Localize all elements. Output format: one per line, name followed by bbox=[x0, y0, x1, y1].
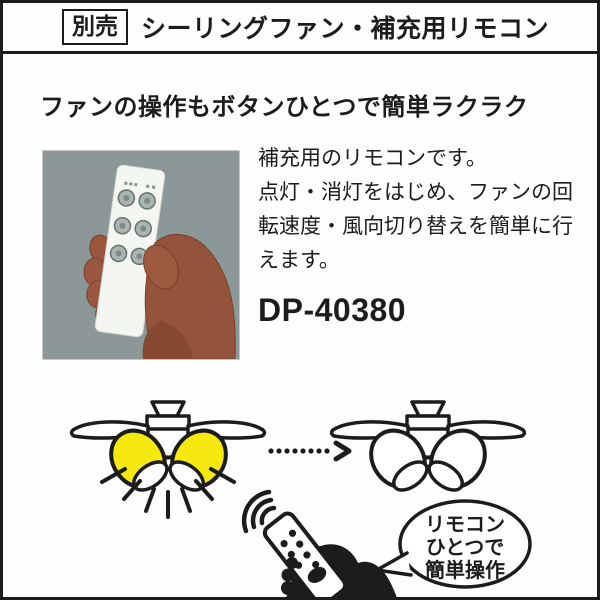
dotted-arrow-icon bbox=[268, 440, 352, 462]
lamp-shade-right bbox=[168, 428, 228, 492]
sold-separately-badge: 別売 bbox=[62, 9, 128, 45]
fan-finial bbox=[410, 400, 446, 418]
signal-waves-icon bbox=[241, 489, 277, 534]
light-rays-icon bbox=[100, 467, 236, 519]
fan-mount bbox=[405, 414, 451, 431]
ceiling-fan-lights-off bbox=[329, 400, 527, 492]
lamp-shade-right bbox=[427, 428, 487, 492]
thumb bbox=[143, 244, 179, 290]
speech-bubble-line: 簡単操作 bbox=[425, 558, 505, 582]
remote-print-marks bbox=[124, 181, 156, 189]
speech-bubble-tail bbox=[375, 551, 413, 577]
fan-mount bbox=[145, 414, 191, 431]
fan-finial bbox=[150, 400, 186, 418]
speech-bubble: リモコン ひとつで 簡単操作 bbox=[375, 499, 532, 589]
model-number: DP-40380 bbox=[258, 292, 407, 328]
cartoon-remote-body bbox=[262, 511, 348, 597]
lamp-shade-left bbox=[109, 428, 169, 492]
speech-bubble-body bbox=[398, 499, 532, 589]
hand-shadow bbox=[142, 321, 193, 359]
description-text: 補充用のリモコンです。 点灯・消灯をはじめ、ファンの回 転速度・風向切り替えを簡… bbox=[258, 142, 573, 278]
holding-hand bbox=[142, 233, 236, 359]
lamp-opening bbox=[427, 460, 464, 492]
product-title: シーリングファン・補充用リモコン bbox=[141, 15, 550, 43]
description-line: 補充用のリモコンです。 bbox=[258, 147, 487, 170]
speech-bubble-line: リモコン bbox=[425, 514, 505, 536]
gripping-fingers bbox=[281, 557, 327, 597]
description-line: 点灯・消灯をはじめ、ファンの回 bbox=[258, 181, 573, 204]
remote-in-hand-photo bbox=[43, 151, 239, 359]
product-photo bbox=[42, 150, 240, 360]
headline: ファンの操作もボタンひとつで簡単ラクラク bbox=[40, 94, 529, 121]
speech-bubble-line: ひとつで bbox=[426, 537, 505, 559]
lamp-shade-left bbox=[369, 428, 429, 492]
lamp-opening bbox=[392, 460, 429, 492]
remote-hand-icon bbox=[262, 511, 397, 597]
remote-operation-illustration: リモコン ひとつで 簡単操作 bbox=[69, 400, 532, 597]
description-line: えます。 bbox=[258, 249, 340, 272]
cartoon-remote bbox=[262, 511, 348, 597]
remote-button-centers bbox=[115, 194, 151, 260]
arrow-head bbox=[333, 440, 352, 462]
description-line: 転速度・風向切り替えを簡単に行 bbox=[258, 215, 573, 238]
cartoon-remote-buttons bbox=[280, 529, 320, 569]
ceiling-fan-lights-on bbox=[69, 400, 267, 519]
header-band: 別売 シーリングファン・補充用リモコン bbox=[3, 3, 597, 54]
